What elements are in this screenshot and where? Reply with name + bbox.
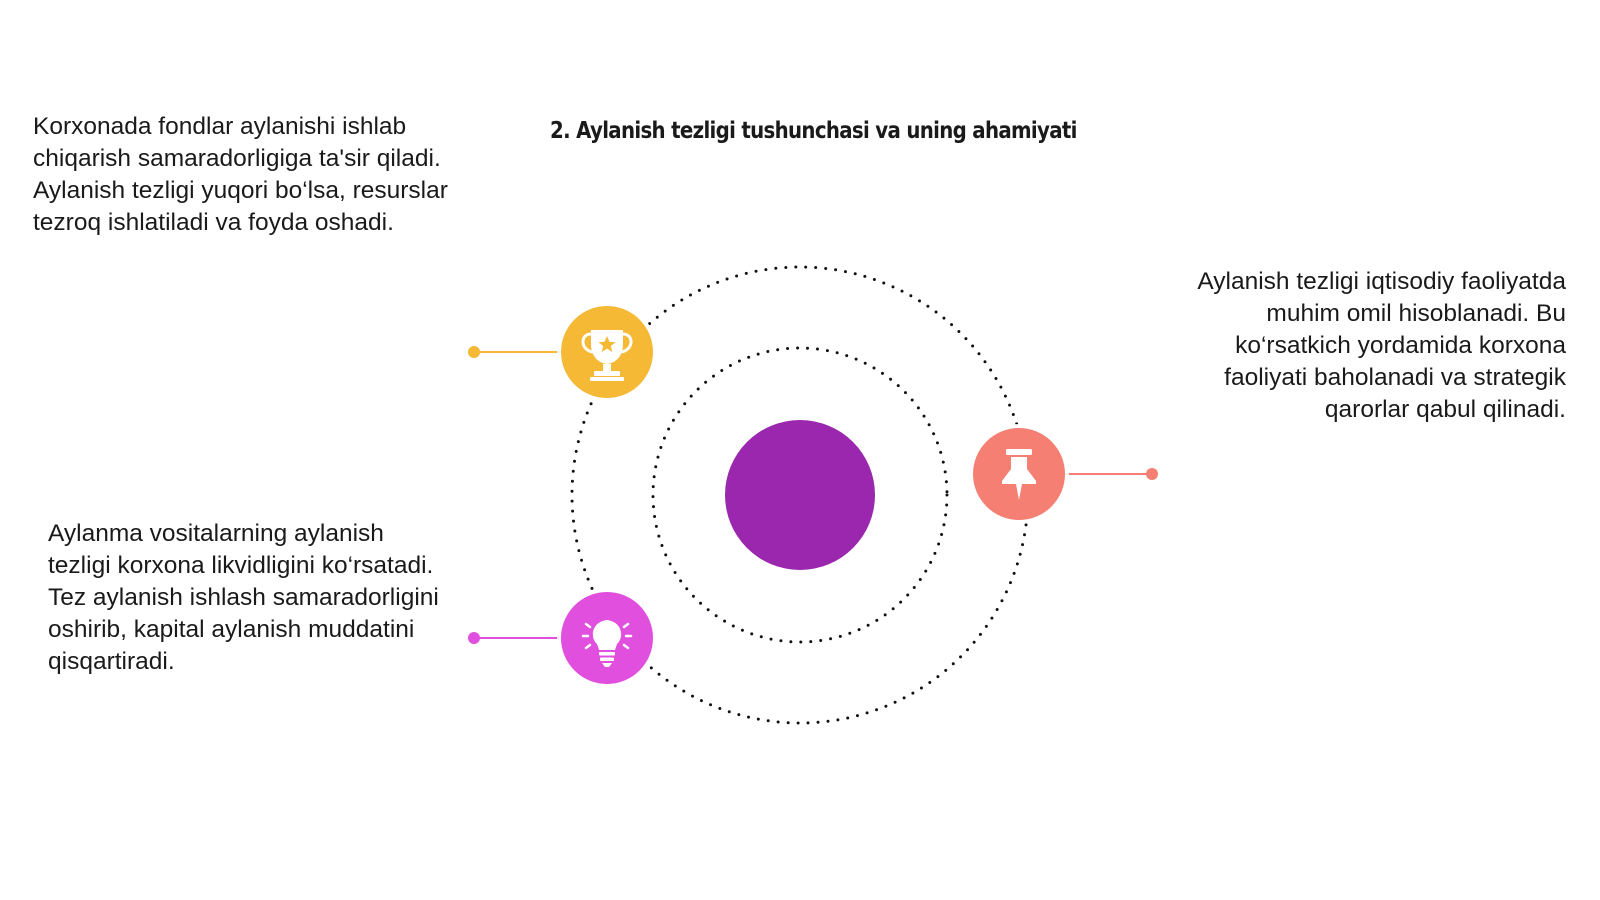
- page-title: 2. Aylanish tezligi tushunchasi va uning…: [550, 118, 1077, 144]
- text-block-lightbulb: Aylanma vositalarning aylanish tezligi k…: [48, 520, 439, 675]
- inner-orbit-ring: [651, 346, 949, 644]
- lightbulb-icon: [581, 620, 633, 667]
- trophy-icon: [581, 330, 633, 381]
- node-lightbulb: [468, 588, 657, 688]
- text-block-trophy: Korxonada fondlar aylanishi ishlab chiqa…: [33, 113, 448, 236]
- connector-dot-pushpin: [1146, 468, 1158, 480]
- text-block-pushpin: Aylanish tezligi iqtisodiy faoliyatda mu…: [1197, 268, 1566, 423]
- pushpin-icon: [1002, 449, 1036, 500]
- node-pushpin: [969, 424, 1158, 524]
- center-circle: [725, 420, 875, 570]
- connector-dot-lightbulb: [468, 632, 480, 644]
- node-trophy: [468, 302, 657, 402]
- connector-dot-trophy: [468, 346, 480, 358]
